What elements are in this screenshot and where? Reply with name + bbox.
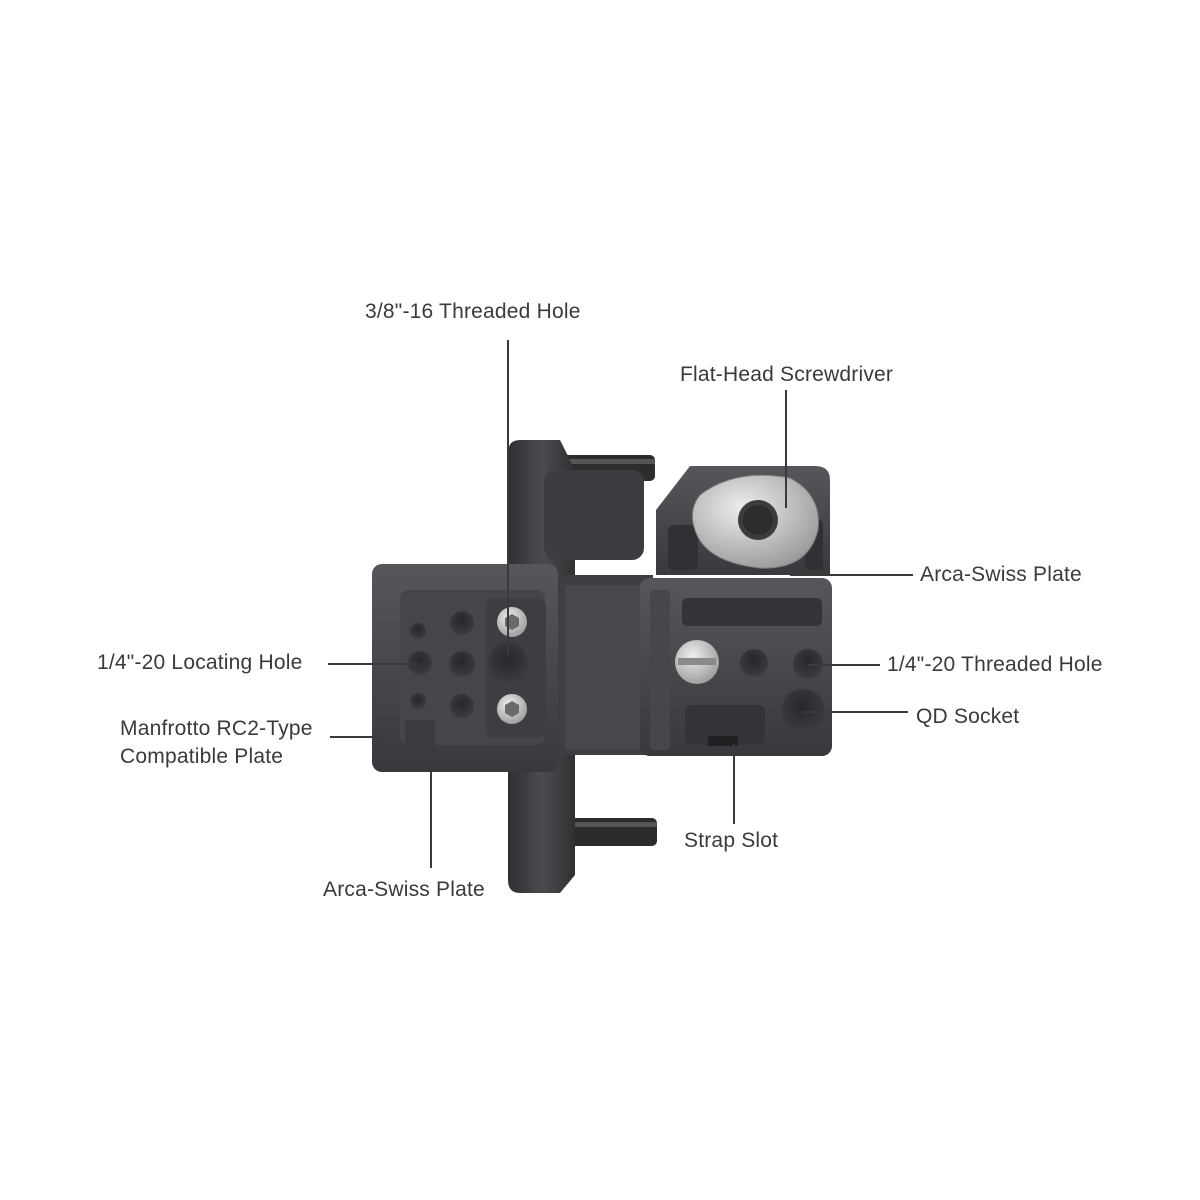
- leader-line-arca-bottom: [430, 768, 432, 868]
- label-locating-hole-1-4: 1/4"-20 Locating Hole: [97, 651, 303, 674]
- label-arca-swiss-plate-bottom: Arca-Swiss Plate: [323, 878, 485, 901]
- leader-line-manfrotto: [330, 736, 382, 738]
- leader-line-qd-socket: [803, 711, 908, 713]
- leader-line-strap-slot: [733, 744, 735, 824]
- label-arca-swiss-plate-right: Arca-Swiss Plate: [920, 563, 1082, 586]
- manfrotto-plate-holes: [408, 607, 528, 724]
- label-manfrotto-line2: Compatible Plate: [120, 745, 284, 768]
- leader-line-screwdriver: [785, 390, 787, 508]
- label-threaded-hole-1-4: 1/4"-20 Threaded Hole: [887, 653, 1103, 676]
- leader-line-locating-hole: [328, 663, 420, 665]
- label-strap-slot: Strap Slot: [684, 829, 779, 852]
- leader-line-arca-right: [790, 574, 913, 576]
- label-threaded-hole-3-8: 3/8"-16 Threaded Hole: [365, 300, 581, 323]
- leader-line-threaded-hole-3-8: [507, 340, 509, 655]
- flat-head-screwdriver: [691, 474, 819, 569]
- leader-line-threaded-hole-1-4: [808, 664, 880, 666]
- label-flat-head-screwdriver: Flat-Head Screwdriver: [680, 363, 894, 386]
- label-qd-socket: QD Socket: [916, 705, 1020, 728]
- label-manfrotto-line1: Manfrotto RC2-Type: [120, 717, 313, 740]
- rear-clamp-ear: [544, 470, 644, 560]
